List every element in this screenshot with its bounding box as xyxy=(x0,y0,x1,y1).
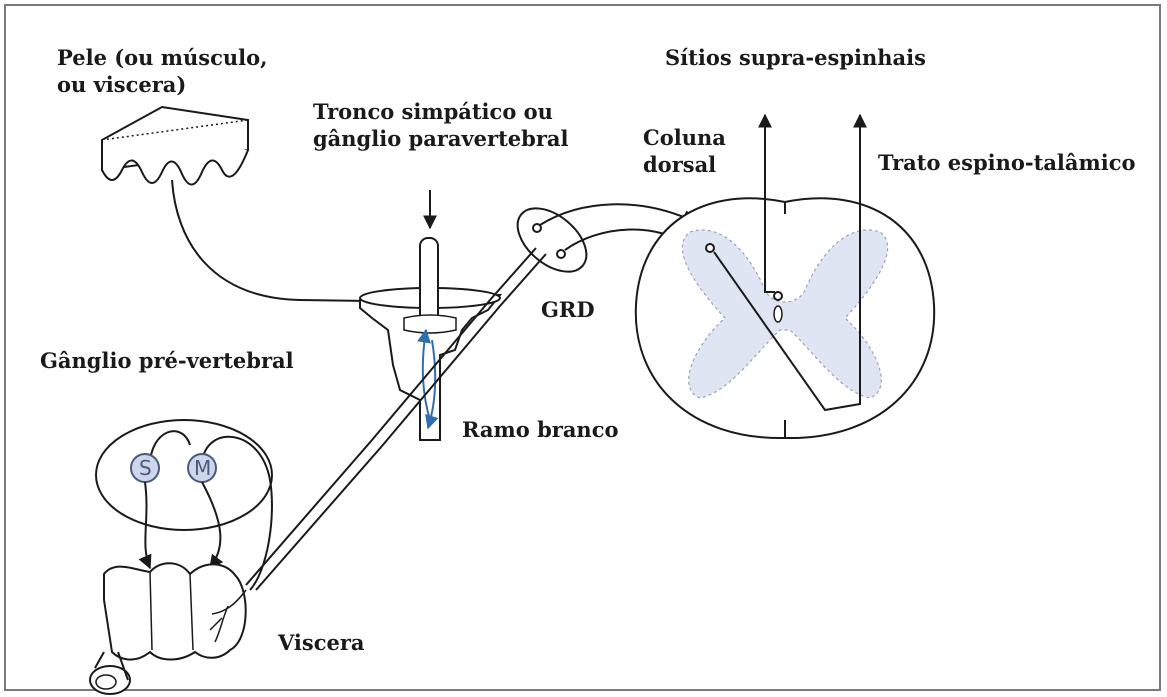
viscera-organ xyxy=(90,563,246,694)
label-dorsal-column-line2: dorsal xyxy=(643,151,726,178)
label-spinothalamic-tract: Trato espino-talâmico xyxy=(878,149,1136,176)
skin-block xyxy=(102,107,248,185)
label-sympathetic-trunk: Tronco simpático ou gânglio paravertebra… xyxy=(313,98,569,152)
label-skin-line2: ou viscera) xyxy=(57,71,267,98)
label-drg: GRD xyxy=(541,296,595,323)
label-viscera: Viscera xyxy=(278,629,365,656)
sympathetic-trunk xyxy=(360,190,500,440)
skin-afferent-fiber xyxy=(172,180,370,301)
label-sympathetic-trunk-line2: gânglio paravertebral xyxy=(313,125,569,152)
label-prevertebral-ganglion: Gânglio pré-vertebral xyxy=(40,347,294,374)
label-skin: Pele (ou músculo, ou viscera) xyxy=(57,44,267,98)
prevertebral-ganglion: S M xyxy=(96,420,272,590)
label-supraspinal-sites: Sítios supra-espinhais xyxy=(665,44,926,71)
label-sympathetic-trunk-line1: Tronco simpático ou xyxy=(313,98,569,125)
ganglion-cell-m: M xyxy=(194,456,211,480)
ganglion-cell-s: S xyxy=(139,456,152,480)
label-skin-line1: Pele (ou músculo, xyxy=(57,44,267,71)
label-white-ramus: Ramo branco xyxy=(462,416,619,443)
label-dorsal-column-line1: Coluna xyxy=(643,124,726,151)
label-dorsal-column: Coluna dorsal xyxy=(643,124,726,178)
